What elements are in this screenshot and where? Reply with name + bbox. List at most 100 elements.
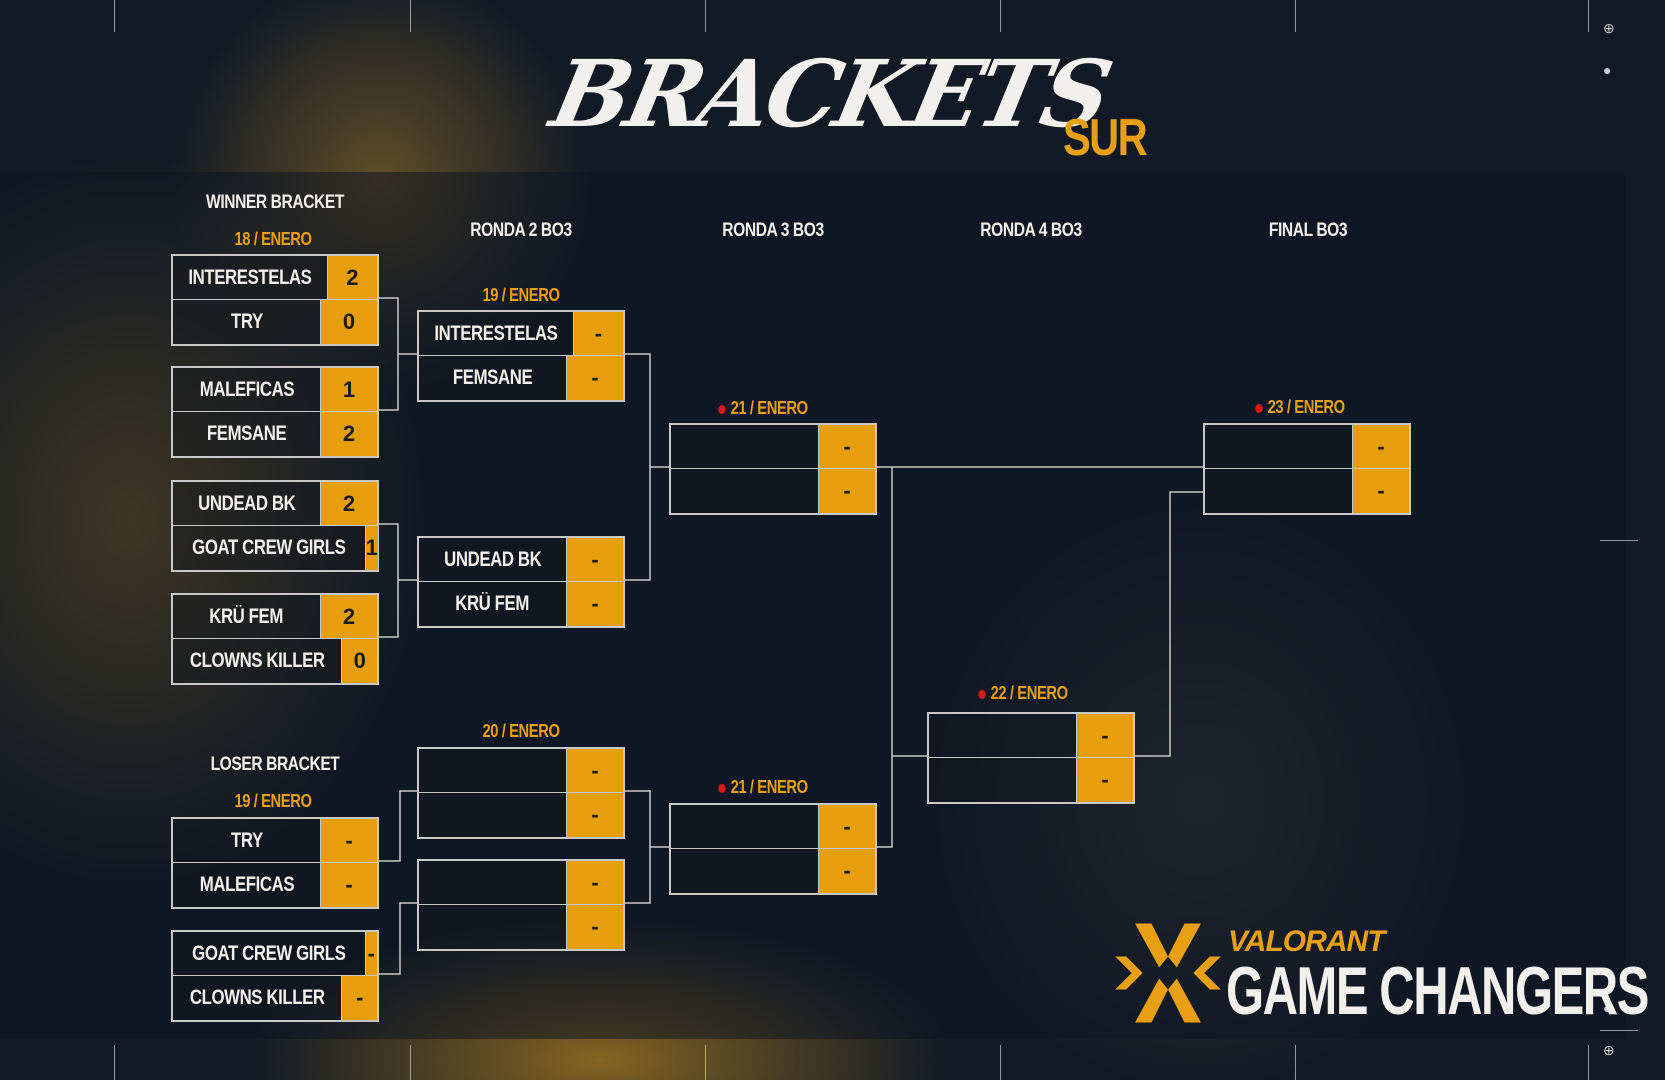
team-name: CLOWNS KILLER (173, 976, 342, 1020)
round-4-heading: RONDA 4 BO3 (980, 220, 1082, 241)
match-row: MALEFICAS- (173, 863, 377, 907)
team-score: - (566, 793, 623, 837)
live-dot-icon (718, 404, 726, 414)
frame-tick (1295, 0, 1296, 32)
match-row: - (671, 469, 875, 513)
frame-tick (1588, 1045, 1589, 1080)
team-score: 2 (320, 595, 377, 638)
match-w2m2: UNDEAD BK-KRÜ FEM- (417, 536, 625, 628)
match-row: - (1205, 469, 1409, 513)
team-score: - (320, 819, 377, 862)
frame-tick (1588, 0, 1589, 32)
team-name: MALEFICAS (173, 368, 320, 411)
team-name: GOAT CREW GIRLS (173, 526, 365, 570)
match-row: CLOWNS KILLER- (173, 976, 377, 1020)
frame-tick (114, 0, 115, 32)
frame-tick (705, 0, 706, 32)
live-dot-icon (718, 783, 726, 793)
team-score: - (818, 805, 875, 848)
team-score: 2 (326, 256, 377, 299)
team-name: CLOWNS KILLER (173, 639, 342, 683)
match-date: 19 / ENERO (234, 791, 312, 811)
match-row: - (929, 714, 1133, 758)
valorant-logo-text: VALORANT (1228, 925, 1385, 958)
region-label: SUR (1063, 109, 1148, 167)
team-score: 0 (341, 639, 377, 683)
match-row: - (671, 425, 875, 469)
team-name (419, 793, 566, 837)
loser-bracket-heading: LOSER BRACKET (210, 754, 340, 775)
match-row: INTERESTELAS- (419, 312, 623, 356)
crosshair-icon: ⊕ (1603, 1042, 1615, 1058)
match-l2m1: -- (417, 747, 625, 839)
match-w2m1: INTERESTELAS-FEMSANE- (417, 310, 625, 402)
team-name (671, 805, 818, 848)
team-name (671, 425, 818, 468)
team-score: - (341, 976, 377, 1020)
team-name: KRÜ FEM (419, 582, 566, 626)
team-score: - (1076, 714, 1133, 757)
match-l1m1: TRY-MALEFICAS- (171, 817, 379, 909)
team-score: - (1352, 425, 1409, 468)
frame-tick (1000, 1045, 1001, 1080)
team-name (671, 469, 818, 513)
round-3-heading: RONDA 3 BO3 (722, 220, 824, 241)
team-name (671, 849, 818, 893)
live-dot-icon (978, 689, 986, 699)
team-name: TRY (173, 300, 320, 344)
team-name (419, 861, 566, 904)
frame-tick (114, 1045, 115, 1080)
team-name (419, 749, 566, 792)
match-row: - (419, 905, 623, 949)
crosshair-icon: ● (1603, 1000, 1612, 1016)
match-date: 23 / ENERO (1255, 397, 1345, 418)
match-row: - (419, 861, 623, 905)
team-score: - (566, 905, 623, 949)
team-name: FEMSANE (173, 412, 320, 456)
match-date: 18 / ENERO (234, 229, 312, 249)
match-final: -- (1203, 423, 1411, 515)
match-l2m2: -- (417, 859, 625, 951)
team-name: MALEFICAS (173, 863, 320, 907)
team-name (419, 905, 566, 949)
team-name (929, 758, 1076, 802)
team-score: 2 (320, 482, 377, 525)
team-score: - (566, 356, 623, 400)
frame-tick (705, 1045, 706, 1080)
team-name: GOAT CREW GIRLS (173, 932, 365, 975)
game-changers-logo-icon (1115, 923, 1221, 1023)
match-row: KRÜ FEM- (419, 582, 623, 626)
team-name (929, 714, 1076, 757)
final-heading: FINAL BO3 (1268, 220, 1348, 241)
team-name: KRÜ FEM (173, 595, 320, 638)
team-score: - (818, 425, 875, 468)
match-r4m1: -- (927, 712, 1135, 804)
team-name (1205, 425, 1352, 468)
team-score: - (818, 849, 875, 893)
match-date: 20 / ENERO (482, 721, 560, 741)
match-row: FEMSANE- (419, 356, 623, 400)
match-r3m2: -- (669, 803, 877, 895)
match-row: TRY- (173, 819, 377, 863)
team-score: 1 (364, 526, 378, 570)
team-score: - (320, 863, 377, 907)
frame-tick (1295, 1045, 1296, 1080)
team-name: INTERESTELAS (173, 256, 327, 299)
match-row: - (929, 758, 1133, 802)
team-name: UNDEAD BK (419, 538, 566, 581)
team-score: - (566, 861, 623, 904)
match-row: UNDEAD BK- (419, 538, 623, 582)
frame-tick (1600, 1030, 1638, 1031)
team-name: TRY (173, 819, 320, 862)
team-name: INTERESTELAS (419, 312, 573, 355)
team-score: 2 (320, 412, 377, 456)
team-score: - (364, 932, 377, 975)
